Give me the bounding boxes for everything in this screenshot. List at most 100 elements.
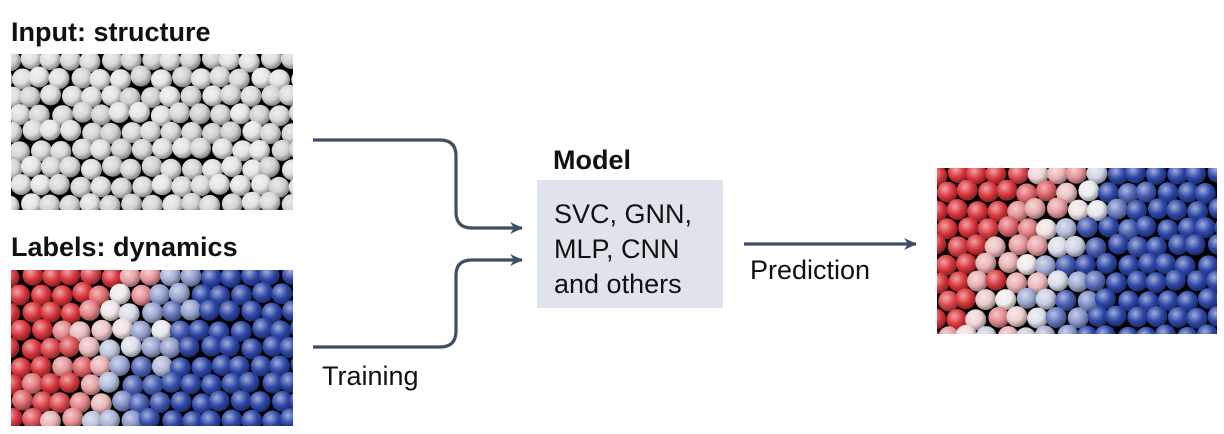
sphere: [60, 119, 82, 141]
sphere: [220, 121, 242, 143]
sphere: [131, 284, 153, 306]
sphere: [141, 87, 162, 108]
sphere: [11, 397, 13, 408]
sphere: [152, 138, 173, 159]
sphere: [249, 104, 271, 126]
sphere: [172, 66, 194, 88]
sphere: [128, 393, 150, 415]
prediction-label: Prediction: [750, 255, 871, 285]
sphere: [1068, 199, 1089, 221]
sphere: [139, 270, 161, 286]
sphere: [1074, 254, 1096, 276]
sphere: [984, 236, 1006, 258]
prediction-image: [937, 168, 1217, 334]
sphere: [191, 356, 213, 378]
sphere: [279, 337, 293, 358]
sphere: [99, 339, 121, 361]
sphere: [1206, 270, 1217, 292]
sphere: [1016, 327, 1036, 334]
sphere: [1146, 306, 1168, 328]
sphere: [1118, 290, 1140, 312]
sphere: [955, 288, 977, 310]
sphere: [1106, 272, 1127, 294]
sphere: [279, 371, 293, 393]
sphere: [160, 270, 181, 287]
sphere: [1035, 218, 1057, 240]
sphere: [221, 409, 243, 426]
sphere: [21, 373, 43, 394]
sphere: [1057, 324, 1079, 334]
sphere: [90, 104, 112, 126]
sphere: [1035, 288, 1057, 310]
labels-dynamics-title: Labels: dynamics: [11, 232, 238, 262]
sphere: [238, 54, 260, 73]
sphere: [996, 179, 1018, 201]
sphere: [259, 123, 281, 144]
sphere: [1125, 168, 1146, 184]
sphere: [946, 309, 968, 330]
sphere: [90, 139, 112, 161]
sphere: [249, 391, 271, 413]
sphere: [50, 141, 72, 162]
sphere: [202, 85, 224, 107]
sphere: [121, 122, 143, 144]
sphere: [1047, 168, 1069, 185]
sphere: [132, 176, 154, 198]
sphere: [40, 301, 62, 323]
sphere: [241, 300, 263, 322]
sphere: [1085, 237, 1107, 259]
sphere: [62, 85, 83, 107]
sphere: [1017, 218, 1039, 240]
sphere: [271, 390, 293, 412]
sphere: [937, 272, 950, 294]
sphere: [1177, 181, 1199, 203]
sphere: [251, 67, 273, 89]
sphere: [1215, 294, 1217, 305]
sphere: [62, 407, 84, 426]
sphere: [1167, 168, 1189, 185]
sphere: [218, 54, 240, 71]
sphere: [131, 356, 153, 378]
sphere: [40, 84, 62, 106]
sphere: [221, 156, 243, 178]
sphere: [1194, 217, 1216, 239]
sphere: [120, 336, 142, 358]
sphere: [978, 181, 1000, 203]
sphere: [211, 354, 233, 376]
sphere: [1094, 288, 1116, 310]
sphere: [111, 177, 132, 199]
sphere: [948, 271, 970, 293]
sphere: [228, 355, 250, 377]
sphere: [955, 253, 977, 275]
sphere: [1078, 180, 1100, 202]
sphere: [998, 216, 1019, 238]
sphere: [1055, 218, 1077, 240]
sphere: [250, 355, 272, 377]
sphere: [219, 300, 240, 322]
sphere: [290, 321, 293, 336]
sphere: [955, 324, 977, 334]
sphere: [998, 252, 1020, 273]
sphere: [22, 301, 44, 323]
sphere: [938, 326, 959, 334]
sphere: [241, 191, 263, 210]
sphere: [290, 357, 293, 372]
sphere: [1055, 254, 1077, 276]
sphere: [141, 336, 163, 358]
sphere: [1076, 216, 1098, 238]
sphere: [232, 140, 254, 162]
sphere: [190, 175, 212, 196]
sphere: [1208, 198, 1217, 219]
sphere: [1045, 306, 1067, 328]
sphere: [977, 218, 999, 240]
sphere: [171, 176, 193, 198]
sphere: [112, 318, 134, 340]
sphere: [162, 410, 184, 426]
sphere: [162, 194, 184, 210]
model-line-2: MLP, CNN: [554, 234, 680, 264]
sphere: [121, 193, 143, 210]
sphere: [269, 355, 291, 377]
sphere: [1145, 272, 1167, 294]
sphere: [1127, 306, 1149, 328]
sphere: [90, 176, 112, 198]
